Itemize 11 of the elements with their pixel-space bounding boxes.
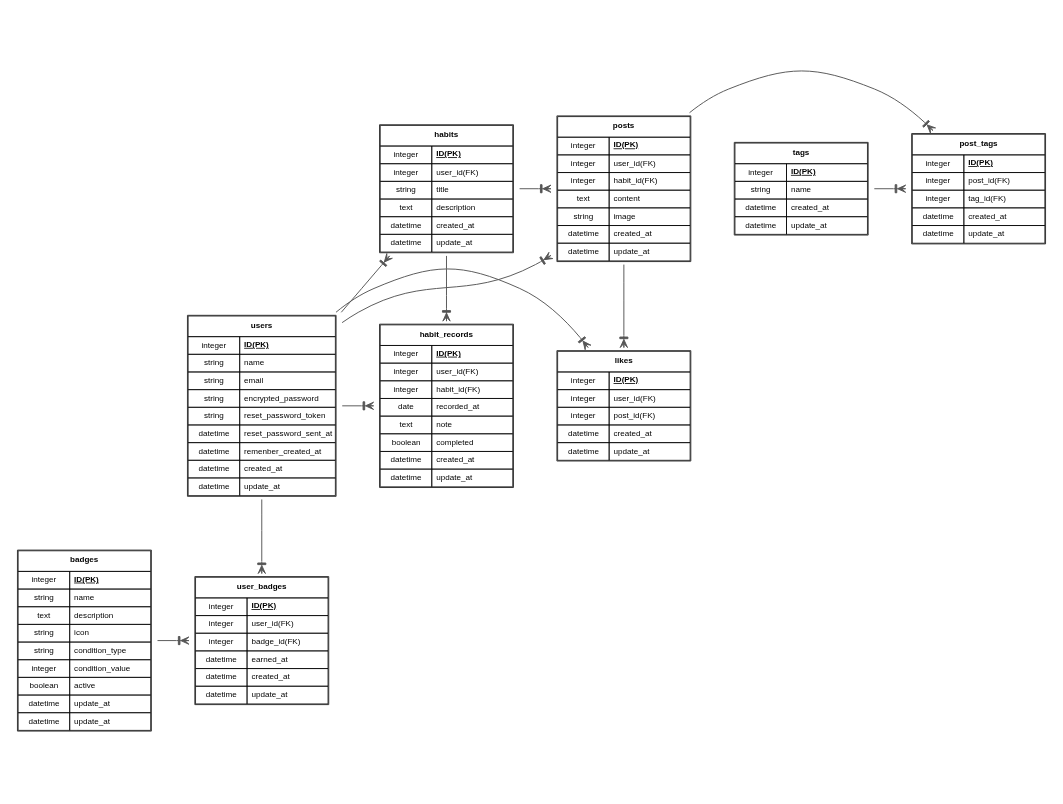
connector <box>441 254 452 322</box>
connector <box>335 267 592 350</box>
connector <box>689 69 936 134</box>
connector <box>257 498 267 574</box>
connector <box>519 183 552 193</box>
connector <box>157 635 190 645</box>
connector <box>873 183 907 193</box>
connector <box>619 263 629 348</box>
connector <box>340 252 393 313</box>
connector <box>341 400 375 410</box>
connector <box>341 251 554 323</box>
